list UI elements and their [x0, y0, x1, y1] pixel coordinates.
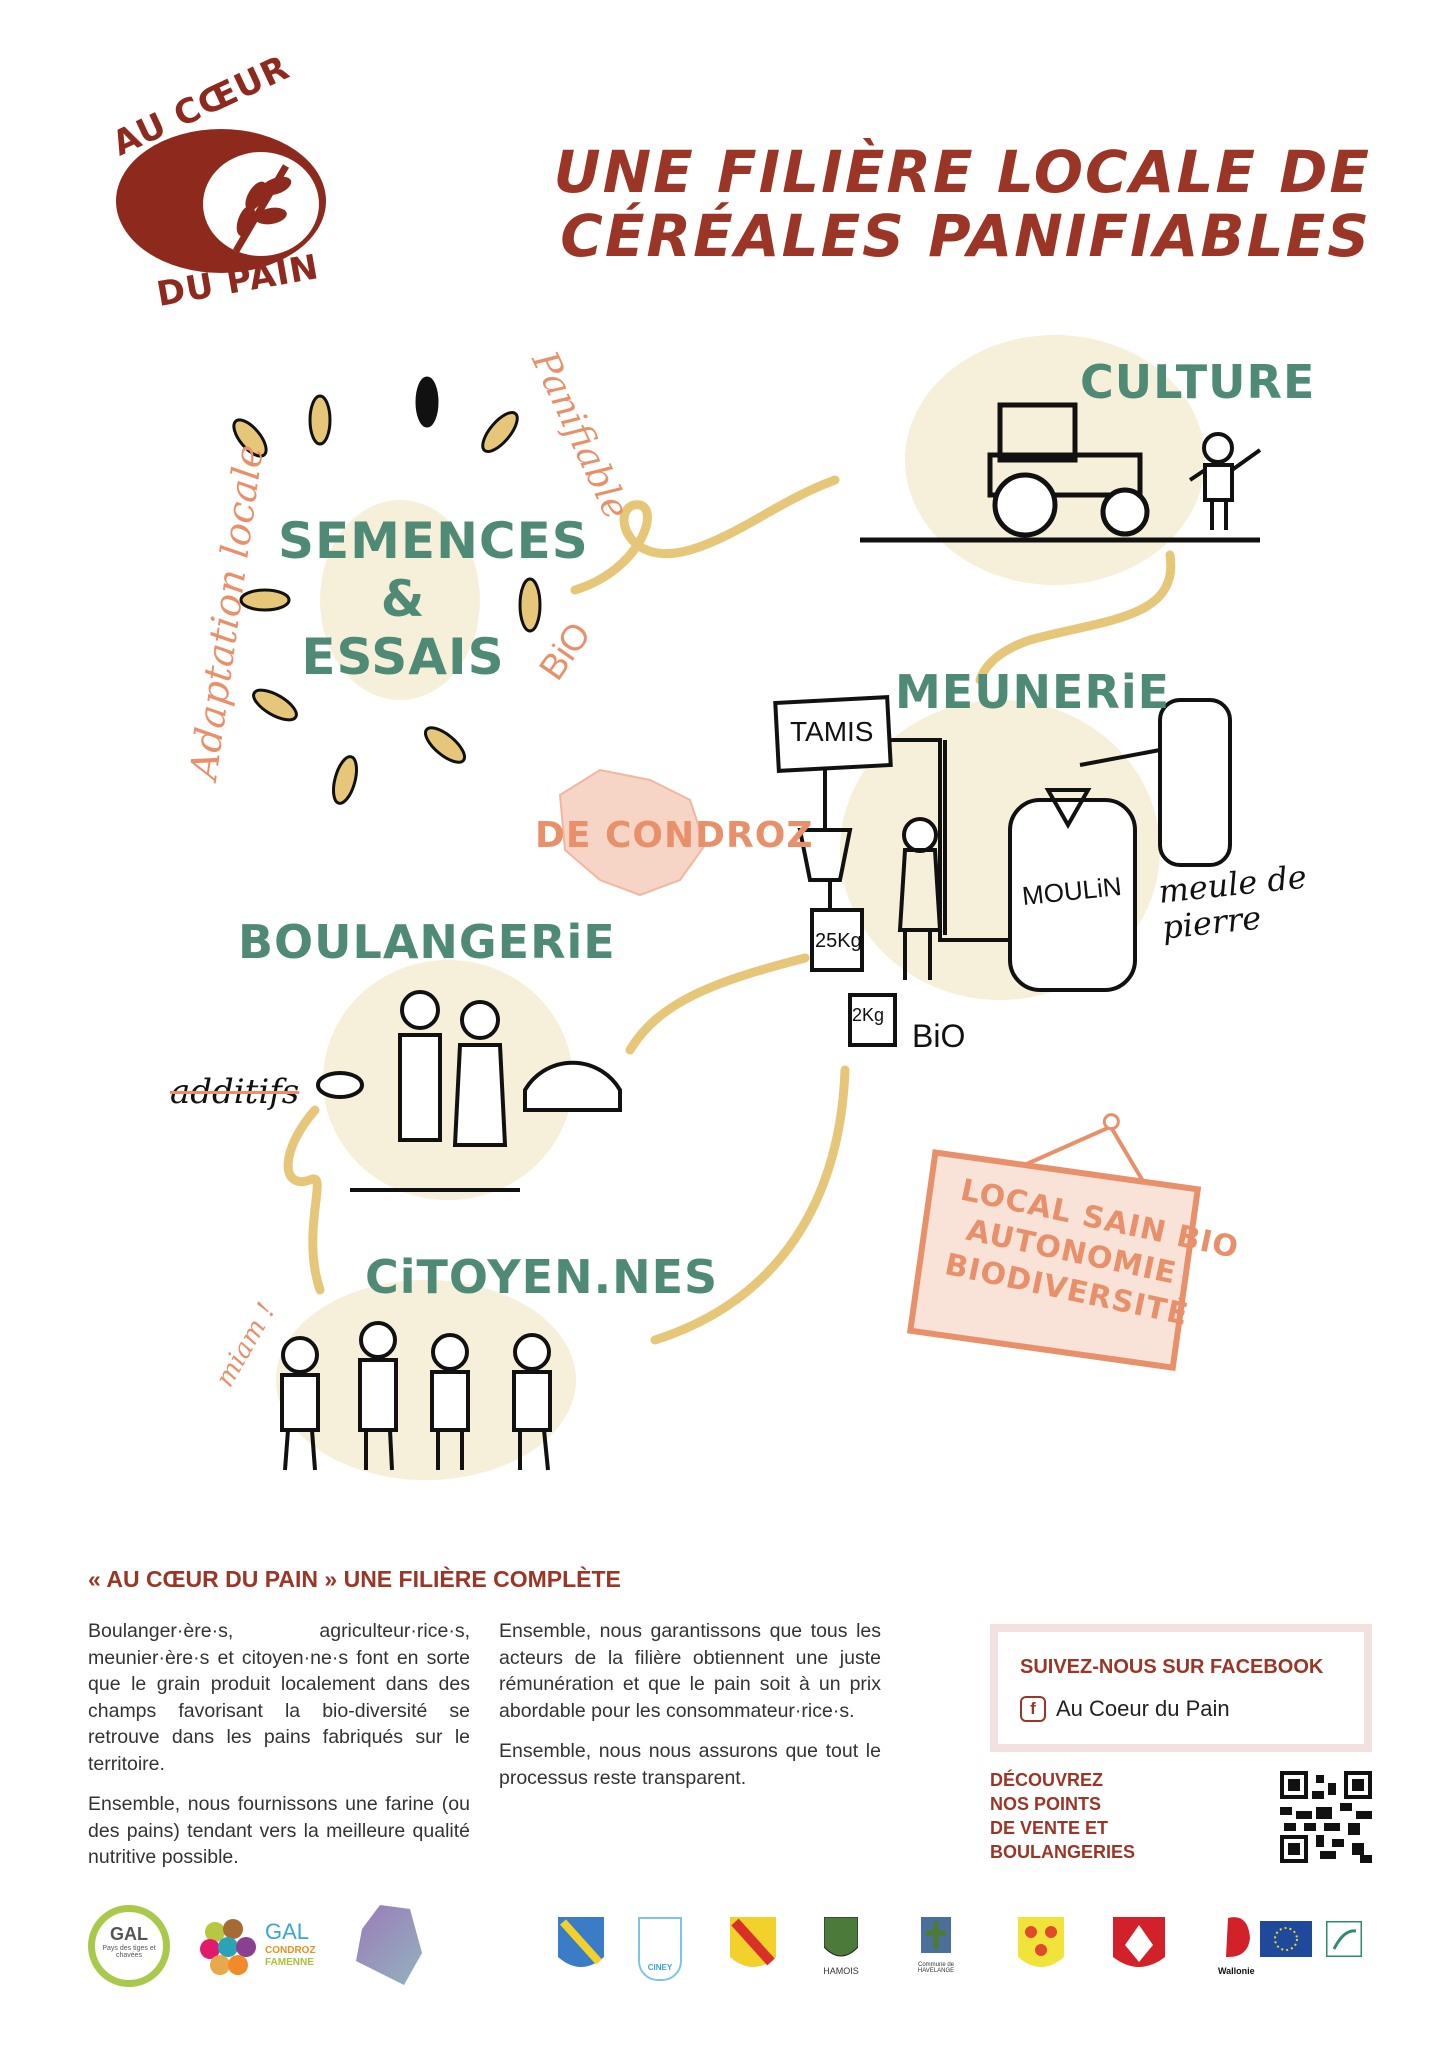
semences-line-1: SEMENCES — [278, 512, 589, 570]
partner-logos: GAL Pays des tiges et chavées GAL CONDRO… — [88, 1905, 1378, 1995]
hanging-sign — [906, 1113, 1202, 1371]
boulangerie-label: BOULANGERiE — [238, 915, 616, 969]
tractor-icon — [860, 402, 1260, 543]
gal1-subtext: Pays des tiges et chavées — [102, 1945, 156, 1959]
arrow-semences-culture — [570, 475, 840, 595]
havelange-text: Commune de HAVELANGE — [917, 1962, 955, 1974]
discover-line-4: BOULANGERIES — [990, 1842, 1136, 1862]
semences-label: SEMENCES & ESSAIS — [278, 512, 589, 686]
culture-label: CULTURE — [1080, 355, 1316, 409]
page-title: UNE FILIÈRE LOCALE DE CÉRÉALES PANIFIABL… — [554, 140, 1371, 268]
facebook-title: SUIVEZ-NOUS SUR FACEBOOK — [1020, 1656, 1324, 1678]
municipal-coat-of-arms-1 — [558, 1917, 604, 1967]
municipal-coat-of-arms-2 — [730, 1917, 776, 1967]
reseau-map-logo — [356, 1905, 422, 1985]
gal-condroz-famenne-logo: GAL CONDROZ FAMENNE — [200, 1917, 330, 1977]
citizens-icon — [280, 1321, 552, 1471]
citoyens-label: CiTOYEN.NES — [365, 1250, 719, 1304]
municipal-coat-of-arms-3 — [1018, 1917, 1064, 1967]
paragraph: Boulanger·ère·s, agriculteur·rice·s, meu… — [88, 1620, 470, 1775]
qr-code[interactable] — [1280, 1771, 1372, 1863]
gal2-text: GAL — [265, 1919, 310, 1944]
gal-pays-tiges-logo: GAL Pays des tiges et chavées — [88, 1905, 170, 1987]
facebook-page-name: Au Coeur du Pain — [1056, 1696, 1230, 1721]
ciney-text: CINEY — [647, 1963, 673, 1972]
paragraph: Ensemble, nous fournissons une farine (o… — [88, 1793, 470, 1868]
tamis-label: TAMIS — [790, 716, 874, 747]
bakers-icon — [316, 990, 622, 1192]
discover-line-2: NOS POINTS — [990, 1794, 1102, 1814]
gal1-text: GAL — [110, 1924, 148, 1944]
section-heading: « AU CŒUR DU PAIN » UNE FILIÈRE COMPLÈTE — [88, 1566, 621, 1592]
additifs-label: additifs — [170, 1072, 300, 1112]
condroz-map — [558, 768, 707, 897]
wheat-icons — [232, 376, 542, 805]
bio-label-mill: BiO — [912, 1018, 966, 1054]
farmer-icon — [1188, 432, 1262, 530]
text-column-2: Ensemble, nous garantissons que tous les… — [499, 1618, 881, 1805]
facebook-link[interactable]: f Au Coeur du Pain — [1020, 1696, 1230, 1722]
municipal-coat-of-arms-4 — [1113, 1917, 1165, 1967]
mill-machinery-icon — [773, 695, 1232, 1047]
condroz-label: DE CONDROZ — [535, 815, 814, 856]
arrow-meunerie-citoyens — [650, 1065, 850, 1345]
semences-line-2: & — [380, 570, 426, 628]
wallonie-text: Wallonie — [1218, 1966, 1255, 1976]
text-column-1: Boulanger·ère·s, agriculteur·rice·s, meu… — [88, 1618, 470, 1885]
havelange-logo: Commune de HAVELANGE — [906, 1917, 966, 1987]
semences-line-3: ESSAIS — [301, 628, 505, 686]
arrow-boulangerie-citoyens — [283, 1105, 325, 1295]
eu-flag-logo — [1260, 1921, 1312, 1957]
filiere-illustration — [232, 376, 1262, 1471]
title-line-1: UNE FILIÈRE LOCALE DE — [553, 138, 1371, 206]
bag-2kg-label: 2Kg — [852, 1005, 885, 1025]
hamois-logo: HAMOIS — [816, 1916, 866, 1987]
facebook-box: SUIVEZ-NOUS SUR FACEBOOK f Au Coeur du P… — [990, 1624, 1372, 1752]
wallonie-logo: Wallonie — [1218, 1913, 1258, 1983]
gal2-subtext-2: FAMENNE — [265, 1957, 314, 1968]
paragraph: Ensemble, nous garantissons que tous les… — [499, 1620, 881, 1722]
discover-line-1: DÉCOUVREZ — [990, 1770, 1104, 1790]
paragraph: Ensemble, nous nous assurons que tout le… — [499, 1740, 881, 1789]
facebook-icon: f — [1020, 1696, 1046, 1722]
title-line-2: CÉRÉALES PANIFIABLES — [560, 202, 1371, 270]
ciney-logo: CINEY — [638, 1917, 682, 1981]
bag-25kg-label: 25Kg — [815, 930, 862, 952]
arrow-meunerie-boulangerie — [625, 953, 810, 1055]
discover-points-of-sale: DÉCOUVREZ NOS POINTS DE VENTE ET BOULANG… — [990, 1768, 1135, 1864]
arrow-culture-meunerie — [975, 550, 1176, 685]
brand-logo: AU CŒUR DU PAIN — [86, 48, 351, 315]
hamois-text: HAMOIS — [823, 1966, 859, 1976]
gal2-subtext-1: CONDROZ — [265, 1945, 316, 1956]
meunerie-label: MEUNERiE — [895, 665, 1171, 719]
semences-blob — [320, 500, 480, 700]
discover-line-3: DE VENTE ET — [990, 1818, 1109, 1838]
leader-logo — [1326, 1921, 1362, 1957]
flow-arrows — [283, 475, 1176, 1345]
